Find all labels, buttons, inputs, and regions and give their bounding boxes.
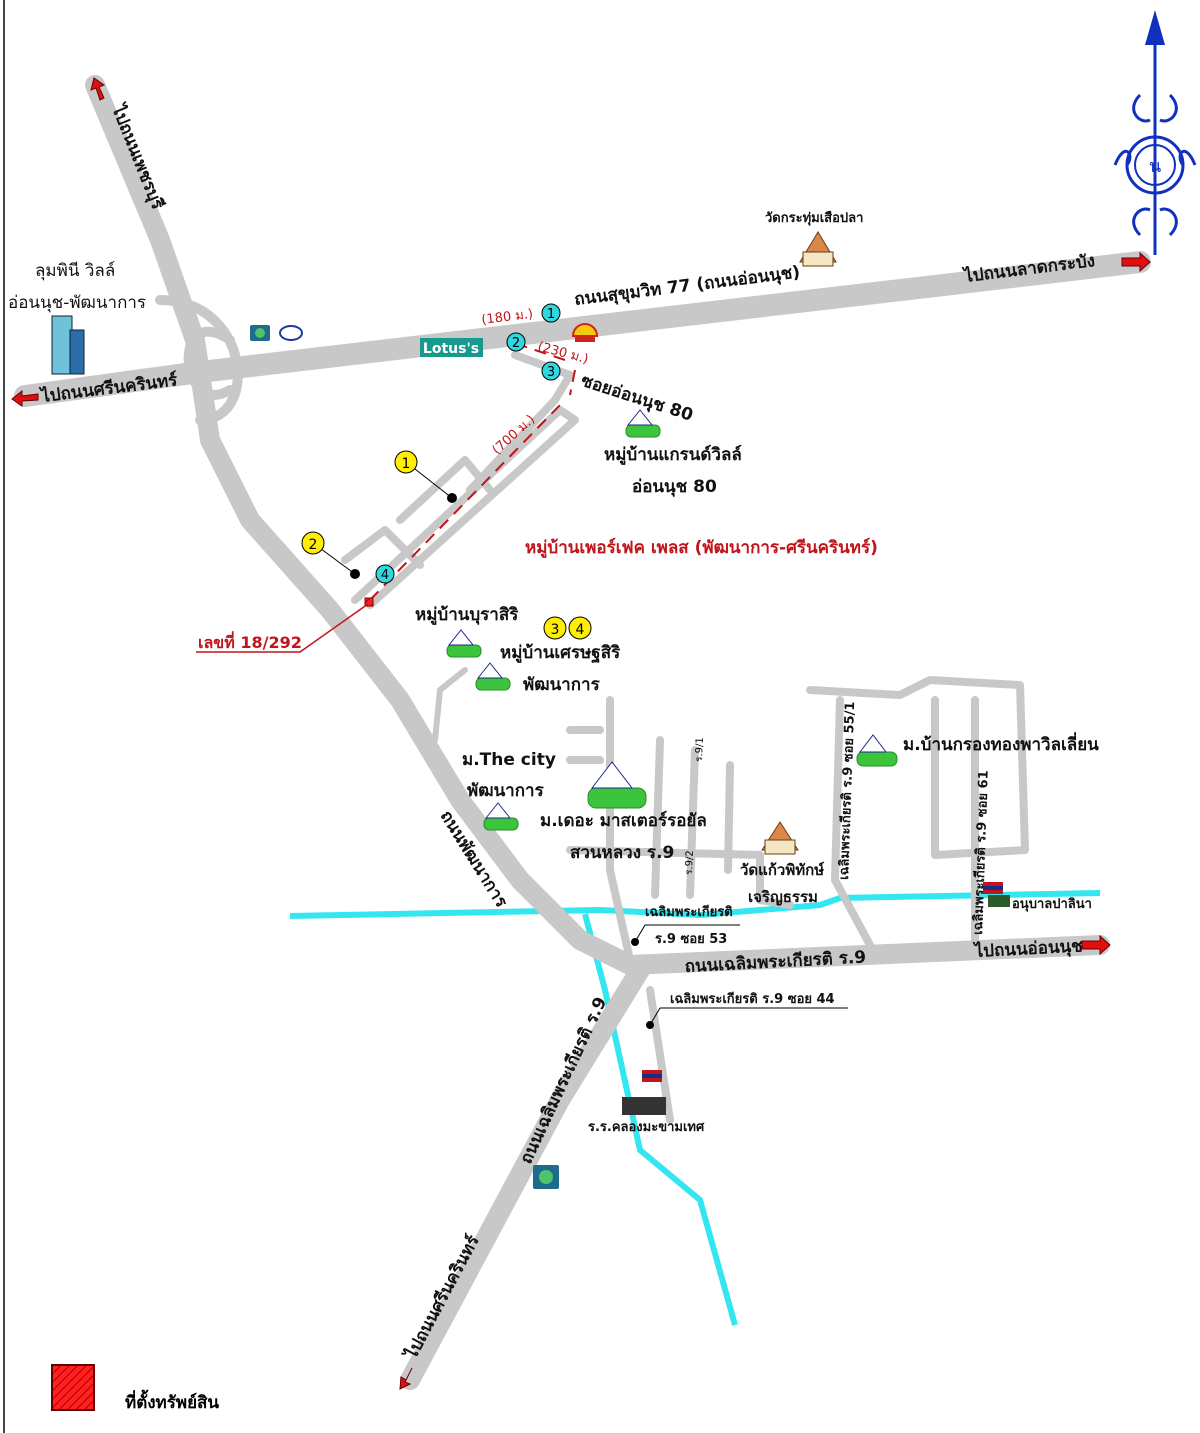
village-icon (587, 761, 647, 809)
address-label: เลขที่ 18/292 (198, 631, 302, 652)
place-anuban: อนุบาลปาลินา (1012, 897, 1092, 912)
road-label-to-on-nut: ไปถนนอ่อนนุช (972, 935, 1083, 962)
place-burasiri: หมู่บ้านบุราสิริ (415, 605, 519, 626)
temple-icon (761, 821, 799, 855)
bank-icon (250, 325, 270, 341)
shell-icon (571, 323, 599, 342)
place-master-royal-2: สวนหลวง ร.9 (570, 843, 674, 863)
arrow-down-icon (399, 1367, 413, 1390)
place-wat-kaew-1: วัดแก้วพิทักษ์ (740, 861, 824, 879)
road-label-soi-53-a: เฉลิมพระเกียรติ (645, 904, 733, 920)
north-letter: น (1149, 156, 1161, 177)
route-marker-4: 4 (375, 564, 395, 584)
village-icon (625, 409, 661, 438)
pattanakarn-road (85, 75, 640, 975)
svg-text:1: 1 (547, 307, 555, 322)
place-school: ร.ร.คลองมะขามเทศ (588, 1120, 705, 1135)
place-master-royal-1: ม.เดอะ มาสเตอร์รอยัล (540, 810, 707, 831)
svg-text:2: 2 (512, 336, 520, 351)
photo-marker-1: 1 (394, 450, 418, 474)
place-krong-thong: ม.บ้านกรองทองพาวิลเลี่ยน (903, 732, 1099, 755)
property-location-marker (364, 597, 374, 607)
esso-icon (279, 325, 303, 341)
village-icon (475, 662, 511, 691)
photo-marker-4: 4 (568, 616, 592, 640)
legend-property-swatch (51, 1364, 95, 1411)
svg-text:4: 4 (576, 622, 585, 638)
road-label-soi-53-b: ร.9 ซอย 53 (655, 932, 727, 947)
village-icon (483, 802, 519, 831)
photo-markers: 1 2 3 4 (301, 450, 592, 640)
place-perfect-place: หมู่บ้านเพอร์เฟค เพลส (พัฒนาการ-ศรีนคริน… (525, 537, 878, 559)
place-wat-kaew-2: เจริญธรรม (748, 888, 818, 906)
place-lumpini-1: ลุมพินี วิลล์ (35, 261, 115, 281)
village-icon (446, 629, 482, 658)
road-label-to-srinakarin-south: ไปถนนศรีนครินทร์ (400, 1231, 484, 1364)
chaloem-r9-sw-road (400, 960, 650, 1390)
place-the-city-1: ม.The city (462, 750, 556, 770)
route-path (369, 344, 576, 601)
place-the-city-2: พัฒนาการ (467, 781, 545, 801)
soi-on-nut-80 (466, 351, 574, 494)
route-marker-2: 2 (506, 332, 526, 352)
village-icon (856, 734, 898, 767)
svg-text:2: 2 (309, 537, 318, 553)
svg-text:4: 4 (381, 568, 389, 583)
distance-180m: (180 ม.) (481, 307, 534, 328)
photo-marker-3: 3 (543, 616, 567, 640)
arrow-right-icon (1121, 251, 1151, 273)
svg-text:3: 3 (547, 365, 555, 380)
road-label-r9-1: ร.9/1 (694, 737, 706, 762)
legend: ที่ตั้งทรัพย์สิน (51, 1364, 219, 1413)
route-marker-1: 1 (541, 303, 561, 323)
bank-icon (533, 1165, 559, 1189)
road-label-soi-55-1: เฉลิมพระเกียรติ ร.9 ซอย 55/1 (836, 701, 858, 880)
direction-arrows (11, 77, 1151, 1390)
place-grand-ville-1: หมู่บ้านแกรนด์วิลล์ (604, 444, 742, 466)
route-markers: 1 2 3 4 (375, 303, 561, 584)
svg-text:1: 1 (402, 456, 411, 472)
arrow-left-icon (11, 389, 39, 407)
road-label-r9-2: ร.9/2 (684, 850, 696, 875)
legend-label: ที่ตั้งทรัพย์สิน (125, 1389, 219, 1413)
arrow-up-icon (90, 77, 106, 101)
svg-text:Lotus's: Lotus's (423, 341, 479, 357)
svg-text:3: 3 (551, 622, 560, 638)
place-setthasiri-1: หมู่บ้านเศรษฐสิริ (500, 643, 621, 664)
school-flag-icon (983, 882, 1010, 907)
lotus-logo: Lotus's (420, 338, 483, 357)
temple-icon (799, 231, 837, 267)
route-marker-3: 3 (541, 361, 561, 381)
north-arrow-icon: น (1113, 10, 1197, 255)
school-flag-icon (622, 1070, 666, 1115)
place-wat-krathum: วัดกระทุ่มเสือปลา (765, 210, 863, 226)
chaloem-r9-road (620, 935, 1110, 975)
condo-building-icon (51, 315, 85, 375)
photo-marker-2: 2 (301, 531, 325, 555)
place-grand-ville-2: อ่อนนุช 80 (632, 477, 717, 497)
road-label-soi-44: เฉลิมพระเกียรติ ร.9 ซอย 44 (670, 991, 835, 1007)
roads (14, 75, 1151, 1390)
arrow-right-icon (1081, 934, 1111, 956)
place-lumpini-2: อ่อนนุช-พัฒนาการ (8, 293, 146, 313)
road-label-chaloem-r9-sw: ถนนเฉลิมพระเกียรติ ร.9 (515, 994, 611, 1167)
place-setthasiri-2: พัฒนาการ (523, 675, 601, 695)
